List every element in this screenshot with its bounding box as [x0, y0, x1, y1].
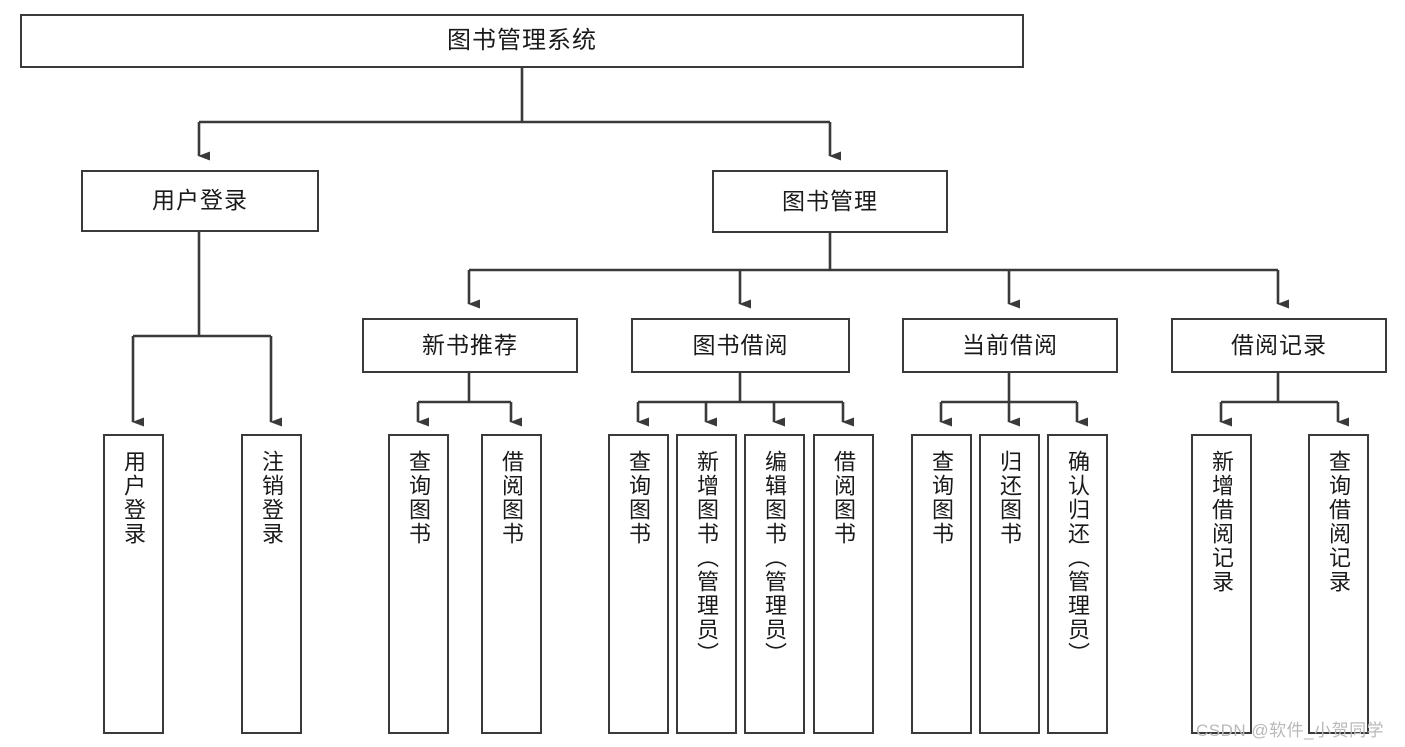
node-label: 查询图书: [626, 450, 652, 546]
leaf-add-borrow-record[interactable]: 新增借阅记录: [1191, 434, 1252, 734]
leaf-confirm-return-admin[interactable]: 确认归还（管理员）: [1047, 434, 1108, 734]
node-label: 当前借阅: [962, 331, 1058, 358]
node-book-borrow[interactable]: 图书借阅: [631, 318, 850, 373]
node-label: 查询图书: [406, 450, 432, 546]
node-label: 图书管理: [782, 187, 878, 214]
node-label: 查询图书: [929, 450, 955, 546]
node-label: 用户登录: [152, 187, 248, 214]
node-label: 借阅记录: [1231, 331, 1327, 358]
node-label: 编辑图书（管理员）: [762, 450, 788, 666]
node-borrow-records[interactable]: 借阅记录: [1171, 318, 1387, 373]
node-new-book-recommend[interactable]: 新书推荐: [362, 318, 578, 373]
leaf-query-book-current[interactable]: 查询图书: [911, 434, 972, 734]
leaf-add-book-admin[interactable]: 新增图书（管理员）: [676, 434, 737, 734]
leaf-user-logout[interactable]: 注销登录: [241, 434, 302, 734]
leaf-query-borrow-record[interactable]: 查询借阅记录: [1308, 434, 1369, 734]
leaf-user-login[interactable]: 用户登录: [103, 434, 164, 734]
leaf-query-book-recommend[interactable]: 查询图书: [388, 434, 449, 734]
leaf-edit-book-admin[interactable]: 编辑图书（管理员）: [744, 434, 805, 734]
node-label: 注销登录: [259, 450, 285, 546]
node-current-borrow[interactable]: 当前借阅: [902, 318, 1118, 373]
node-label: 用户登录: [121, 450, 147, 546]
leaf-return-book[interactable]: 归还图书: [979, 434, 1040, 734]
node-label: 图书借阅: [692, 331, 789, 358]
node-book-management[interactable]: 图书管理: [712, 170, 948, 233]
node-label: 确认归还（管理员）: [1065, 450, 1091, 666]
node-label: 归还图书: [997, 450, 1023, 546]
node-label: 借阅图书: [499, 450, 525, 546]
node-label: 图书管理系统: [447, 26, 597, 54]
node-user-login[interactable]: 用户登录: [81, 170, 319, 232]
csdn-watermark: CSDN @软件_小贺同学: [1196, 721, 1385, 740]
node-label: 新增借阅记录: [1209, 450, 1235, 594]
node-root-system[interactable]: 图书管理系统: [20, 14, 1024, 68]
node-label: 新书推荐: [422, 331, 518, 358]
node-label: 新增图书（管理员）: [694, 450, 720, 666]
leaf-borrow-book-recommend[interactable]: 借阅图书: [481, 434, 542, 734]
node-label: 查询借阅记录: [1326, 450, 1352, 594]
leaf-borrow-book[interactable]: 借阅图书: [813, 434, 874, 734]
leaf-query-book-borrow[interactable]: 查询图书: [608, 434, 669, 734]
node-label: 借阅图书: [831, 450, 857, 546]
